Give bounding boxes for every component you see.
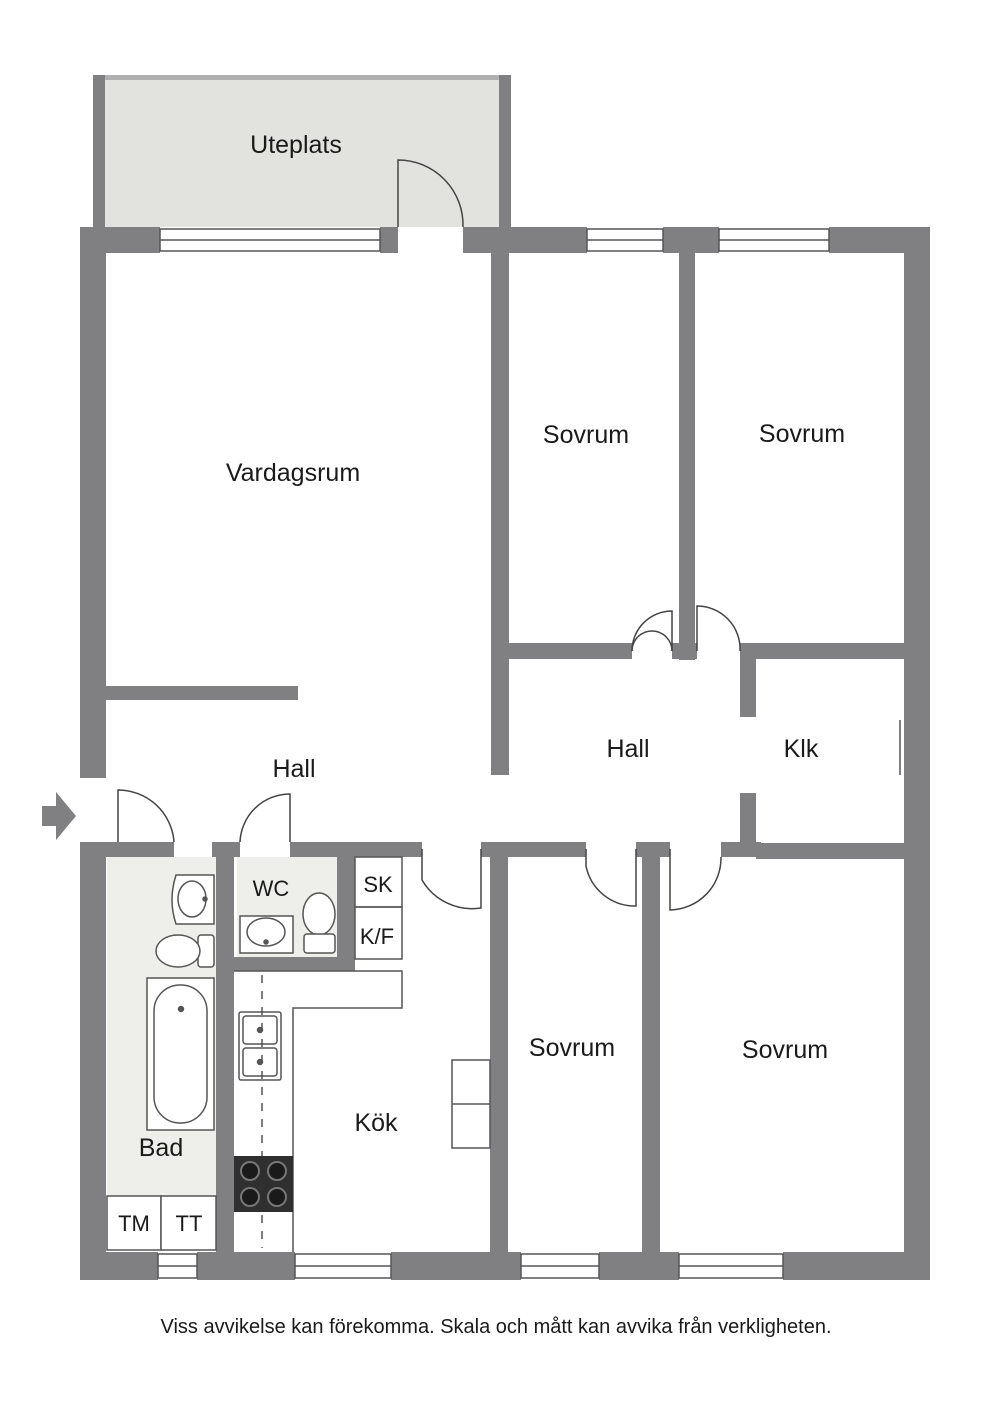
label-bedroom-3: Sovrum <box>529 1034 615 1062</box>
toilet-icon <box>302 892 336 954</box>
window-bedroom-4 <box>678 1253 784 1279</box>
label-terrace: Uteplats <box>250 131 342 159</box>
room-labels: Uteplats Vardagsrum Sovrum Sovrum Hall H… <box>118 131 845 1236</box>
terrace-railing <box>105 75 499 80</box>
outer-walls <box>80 227 930 1280</box>
interior-walls <box>106 253 904 1252</box>
label-bedroom-4: Sovrum <box>742 1036 828 1064</box>
label-walk-in-closet: Klk <box>784 735 819 763</box>
label-living-room: Vardagsrum <box>226 459 360 487</box>
kitchen-counter <box>234 970 403 1252</box>
bathroom-fixtures <box>106 874 217 1251</box>
label-sk: SK <box>363 872 393 897</box>
wc-fixtures <box>239 892 336 954</box>
door-bedroom-4 <box>669 849 722 911</box>
terrace-wall-right <box>499 75 511 227</box>
window-bedroom-2 <box>718 228 830 252</box>
door-bathroom <box>117 789 175 843</box>
terrace-floor <box>93 75 511 227</box>
label-tt: TT <box>176 1211 203 1236</box>
door-bedroom-3 <box>585 849 637 907</box>
label-wc: WC <box>253 876 290 901</box>
terrace <box>93 75 511 227</box>
cabinet-tm-box <box>106 1195 162 1251</box>
kitchen-sink <box>238 1011 282 1081</box>
cabinet-tt-box <box>160 1195 217 1251</box>
label-hall-2: Hall <box>606 735 649 763</box>
window-kitchen <box>294 1253 392 1279</box>
door-bedroom-2 <box>696 605 741 652</box>
door-bedroom-1 <box>631 630 673 652</box>
arrow-right-icon <box>42 792 76 840</box>
washbasin-icon <box>171 874 215 925</box>
stove-icon <box>234 1156 293 1212</box>
label-bedroom-2: Sovrum <box>759 420 845 448</box>
window-bedroom-3 <box>520 1253 600 1279</box>
terrace-wall-left <box>93 75 105 227</box>
windows <box>157 228 830 1279</box>
window-bathroom <box>157 1253 198 1279</box>
washbasin-icon <box>239 915 294 954</box>
label-hall-1: Hall <box>272 755 315 783</box>
door-terrace <box>397 159 464 228</box>
door-wc <box>239 793 291 843</box>
cabinet-kf-box <box>354 906 403 960</box>
bathtub-icon <box>146 977 215 1131</box>
label-kitchen: Kök <box>354 1109 398 1137</box>
label-kf: K/F <box>360 924 394 949</box>
toilet-icon <box>155 934 215 968</box>
label-tm: TM <box>118 1211 150 1236</box>
doors <box>117 159 741 911</box>
kitchen-table <box>451 1059 491 1149</box>
door-bedroom-1-arc <box>631 610 673 652</box>
disclaimer-text: Viss avvikelse kan förekomma. Skala och … <box>160 1316 832 1338</box>
label-bedroom-1: Sovrum <box>543 421 629 449</box>
window-living <box>159 228 381 252</box>
door-kitchen <box>421 849 482 910</box>
floor-plan: Uteplats Vardagsrum Sovrum Sovrum Hall H… <box>42 75 930 1280</box>
window-bedroom-1 <box>586 228 664 252</box>
label-bathroom: Bad <box>139 1134 183 1162</box>
